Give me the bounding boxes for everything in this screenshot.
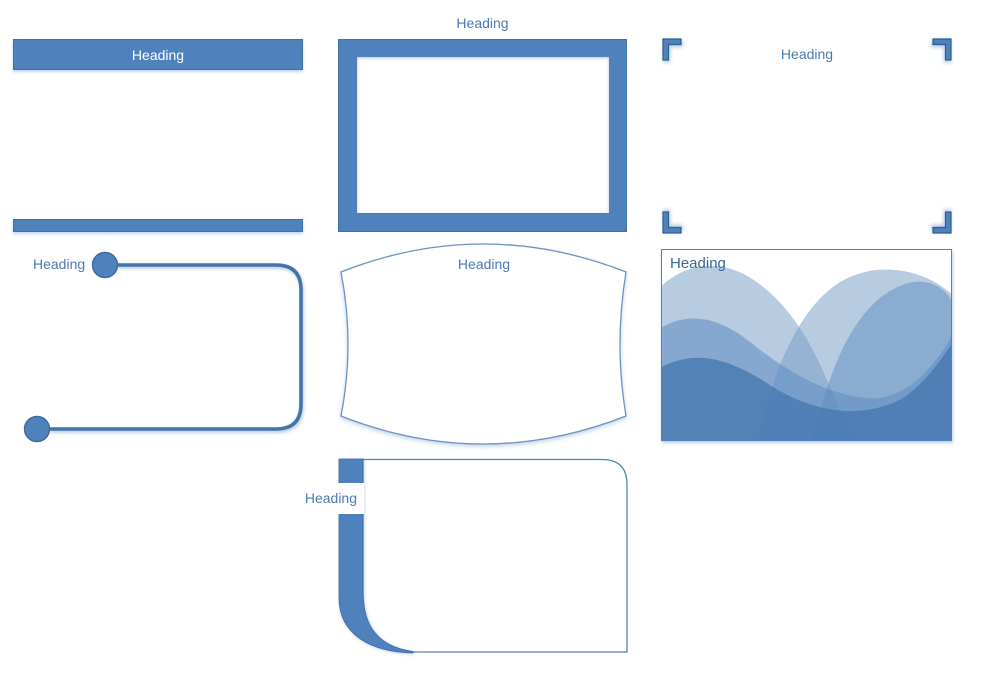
banded-header-bar: Heading (13, 39, 303, 70)
pin-circle-top-icon (91, 251, 119, 279)
panel-waves[interactable]: Heading (661, 249, 952, 441)
side-tab-shape (336, 458, 628, 654)
panel-pinned-outline[interactable]: Heading (0, 240, 320, 450)
waves-heading: Heading (670, 255, 726, 272)
waves-graphic (662, 265, 951, 440)
corner-bracket-bottom-left-icon (662, 211, 682, 234)
bordered-frame-border (338, 39, 627, 232)
corner-brackets-heading: Heading (780, 46, 834, 62)
cushion-shape (340, 243, 627, 445)
side-tab-label-gap (336, 483, 364, 514)
corner-bracket-bottom-right-icon (932, 211, 952, 234)
panel-banded[interactable]: Heading (0, 0, 320, 240)
banded-footer-bar (13, 219, 303, 232)
panel-side-tab[interactable]: Heading (290, 450, 640, 665)
bordered-frame-content-area (357, 57, 609, 213)
corner-bracket-top-right-icon (932, 38, 952, 61)
pinned-outline-heading: Heading (33, 256, 86, 272)
bordered-frame-heading: Heading (456, 15, 509, 31)
panel-cushion[interactable]: Heading (330, 210, 635, 450)
side-tab-heading: Heading (304, 490, 357, 506)
pinned-outline-shape (23, 251, 303, 443)
panel-bordered-frame[interactable]: Heading (330, 0, 635, 240)
pin-circle-bottom-icon (23, 415, 51, 443)
panel-corner-brackets[interactable]: Heading (650, 0, 983, 240)
banded-heading: Heading (131, 46, 185, 63)
cushion-heading: Heading (457, 256, 511, 272)
corner-bracket-top-left-icon (662, 38, 682, 61)
